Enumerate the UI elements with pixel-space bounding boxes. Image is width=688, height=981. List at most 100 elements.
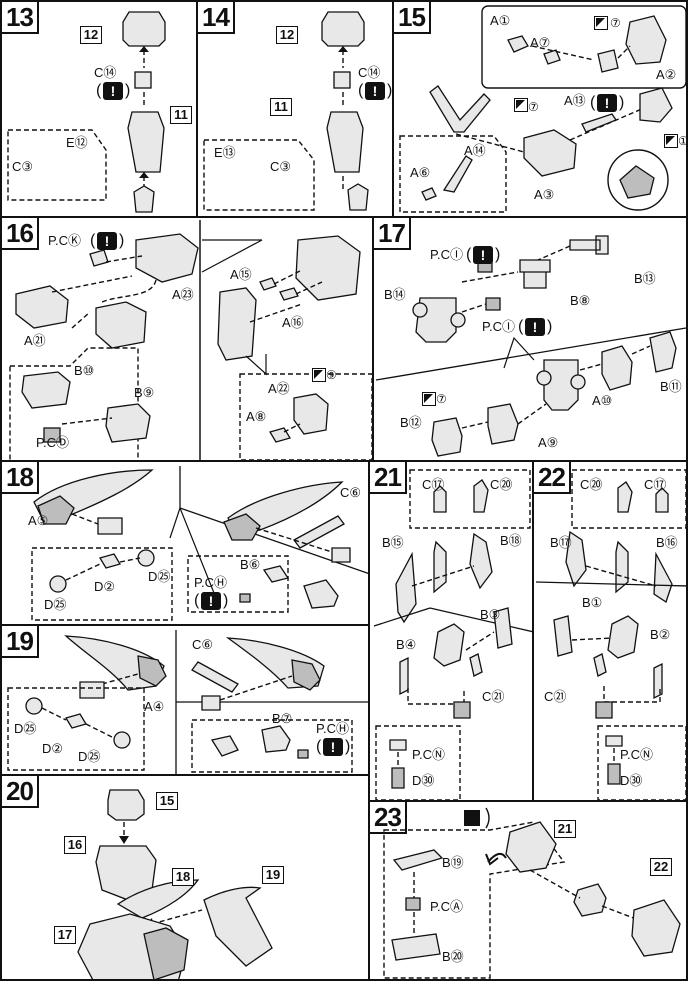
inset-label-e12: E⑫ <box>66 135 88 150</box>
part-label-a6: A⑥ <box>410 165 431 180</box>
part-ref-21: 21 <box>554 820 576 838</box>
head-part <box>122 11 166 47</box>
shoulder-left <box>116 879 200 919</box>
back-plate <box>433 623 465 667</box>
step-14-art <box>203 11 369 211</box>
part-label-a9: A⑨ <box>538 435 559 450</box>
part-label-b9: B⑨ <box>134 385 155 400</box>
paren-close: ) <box>119 232 125 249</box>
step-number: 23 <box>370 802 407 834</box>
part-label-c17: C⑰ <box>644 477 667 492</box>
step-number: 18 <box>2 462 39 494</box>
part-label-c14: C⑭ <box>358 65 381 80</box>
part-ref-16: 16 <box>64 836 86 854</box>
step-17-art <box>375 235 686 457</box>
part-ref-11: 11 <box>170 106 192 124</box>
core-frame <box>347 183 369 211</box>
step-22-art <box>535 469 686 800</box>
part-label-c6: C⑥ <box>340 485 362 500</box>
step-number: 16 <box>2 218 39 250</box>
part-label-pcd: P.CⒹ <box>36 435 69 450</box>
nub-cut-icon <box>664 134 678 148</box>
fin-mid <box>615 540 629 594</box>
torso-part <box>326 111 364 173</box>
part-label-b14: B⑭ <box>384 287 406 302</box>
part-label-a22: A㉒ <box>268 381 290 396</box>
paren-open: ( <box>518 318 524 335</box>
part-ref-22: 22 <box>650 858 672 876</box>
part-label-c17: C⑰ <box>422 477 445 492</box>
part-label-pch: P.CⒽ <box>316 721 349 736</box>
fin-right <box>653 551 673 604</box>
part-label-c14: C⑭ <box>94 65 117 80</box>
part-label-b15: B⑮ <box>382 535 404 550</box>
shoulder-right <box>203 886 273 967</box>
part-label-d2: D② <box>94 579 116 594</box>
torso-upper <box>135 233 199 283</box>
warning-icon: ! <box>365 82 385 100</box>
neck-block <box>333 71 351 89</box>
part-label-a1: A① <box>490 13 511 28</box>
part-label-c6: C⑥ <box>192 637 214 652</box>
warning-icon: ! <box>597 94 617 112</box>
part-label-d25-left: D㉕ <box>44 597 67 612</box>
step-23-art <box>383 807 681 979</box>
part-label-a8: A⑧ <box>246 409 267 424</box>
part-ref-12: 12 <box>80 26 102 44</box>
paren-close: ) <box>223 592 229 609</box>
part-label-pcn: P.CⓃ <box>620 747 653 762</box>
step-number: 15 <box>394 2 431 34</box>
part-ref-11: 11 <box>270 98 292 116</box>
step-14-panel: 14 12 C⑭ ( ! ) 11 E⑬ C③ <box>196 0 394 218</box>
step-number: 19 <box>2 626 39 658</box>
chest-block <box>523 129 577 177</box>
part-ref-19: 19 <box>262 866 284 884</box>
part-label-d25-right: D㉕ <box>148 569 171 584</box>
part-label-a13: A⑬ <box>564 93 586 108</box>
step-number: 17 <box>374 218 411 250</box>
part-label-c21: C㉑ <box>544 689 567 704</box>
part-label-a10: A⑩ <box>592 393 613 408</box>
fin-left <box>395 551 417 624</box>
part-label-b6: B⑥ <box>240 557 261 572</box>
step-20-art <box>77 789 273 979</box>
part-label-pci-bottom: P.CⒾ <box>482 319 515 334</box>
hip-assembly <box>543 359 579 411</box>
frame-top <box>569 235 609 255</box>
step-13-panel: 13 12 C⑭ ( ! ) 11 E⑫ C③ <box>0 0 198 218</box>
paren-close: ) <box>495 246 501 263</box>
part-label-a23: A㉓ <box>172 287 194 302</box>
part-label-pck: P.CⓀ <box>48 233 81 248</box>
paren-open: ( <box>194 592 200 609</box>
chest-cover <box>217 287 257 361</box>
part-label-a21: A㉑ <box>24 333 46 348</box>
part-label-b19: B⑲ <box>442 855 464 870</box>
step-23-panel: 23 B⑲ P.CⒶ B⑳ 21 22 <box>368 800 688 981</box>
paren-close: ) <box>619 94 625 111</box>
part-label-b2: B② <box>650 627 671 642</box>
part-ref-12: 12 <box>276 26 298 44</box>
paren-close: ) <box>387 82 393 99</box>
part-label-a15: A⑮ <box>230 267 252 282</box>
part-label-a7: A⑦ <box>530 35 551 50</box>
warning-icon: ! <box>201 592 221 610</box>
part-label-pch: P.CⒽ <box>194 575 227 590</box>
neck-block <box>134 71 152 89</box>
part-label-b11: B⑪ <box>660 379 682 394</box>
part-label-b1: B① <box>582 595 603 610</box>
warning-icon: ! <box>323 738 343 756</box>
torso-side <box>295 235 361 301</box>
nub-label-9: ⑨ <box>326 368 337 382</box>
inset-label-e13: E⑬ <box>214 145 236 160</box>
step-16-art <box>9 220 372 460</box>
warning-icon: ! <box>473 246 493 264</box>
paren-close: ) <box>547 318 553 335</box>
nub-label-7-top: ⑦ <box>610 16 621 30</box>
step-number: 20 <box>2 776 39 808</box>
part-label-b3: B③ <box>480 607 501 622</box>
nub-cut-icon <box>422 392 436 406</box>
part-label-d30: D㉚ <box>412 773 435 788</box>
part-label-d30: D㉚ <box>620 773 643 788</box>
warning-icon: ! <box>525 318 545 336</box>
